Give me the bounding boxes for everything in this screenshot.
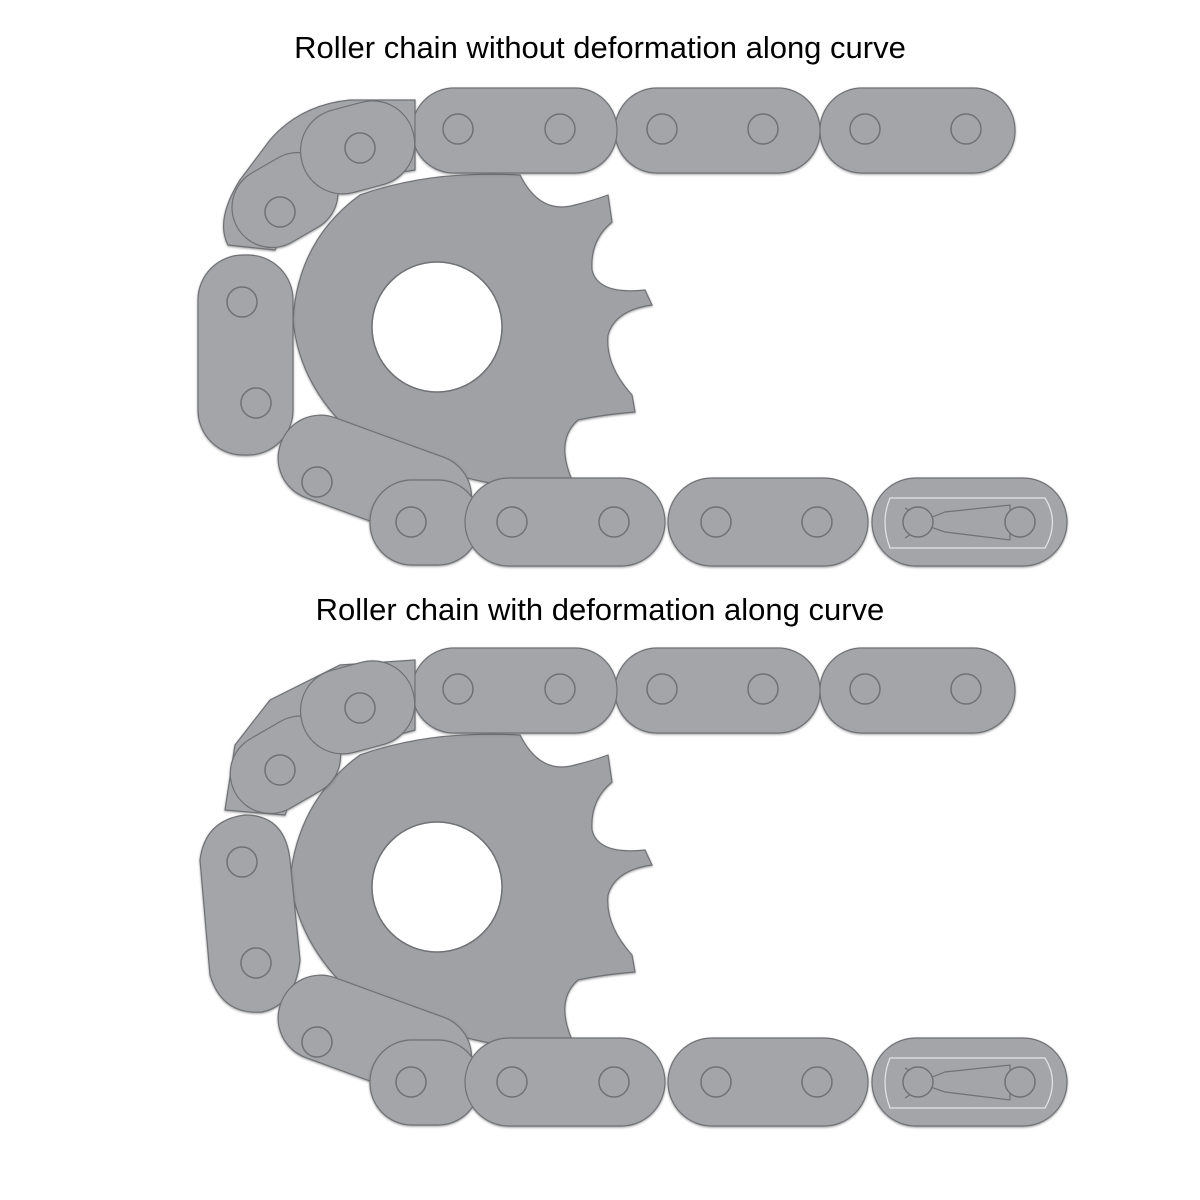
chain-bottom-run: [369, 477, 1068, 567]
chain-illustration: [197, 87, 1068, 567]
chain-top-run: [222, 87, 1016, 251]
chain-illustration: [199, 647, 1068, 1127]
chain-diagram-deformed: [0, 640, 1200, 1160]
figure-title-top: Roller chain without deformation along c…: [294, 30, 906, 65]
chain-diagram-undeformed: [0, 80, 1200, 600]
sprocket: [289, 733, 653, 1046]
sprocket: [292, 173, 653, 486]
chain-pins: [226, 673, 1036, 1098]
chain-pins: [226, 113, 1036, 538]
figure-title-bottom: Roller chain with deformation along curv…: [315, 592, 885, 627]
master-link: [871, 1037, 1068, 1127]
master-link: [871, 477, 1068, 567]
